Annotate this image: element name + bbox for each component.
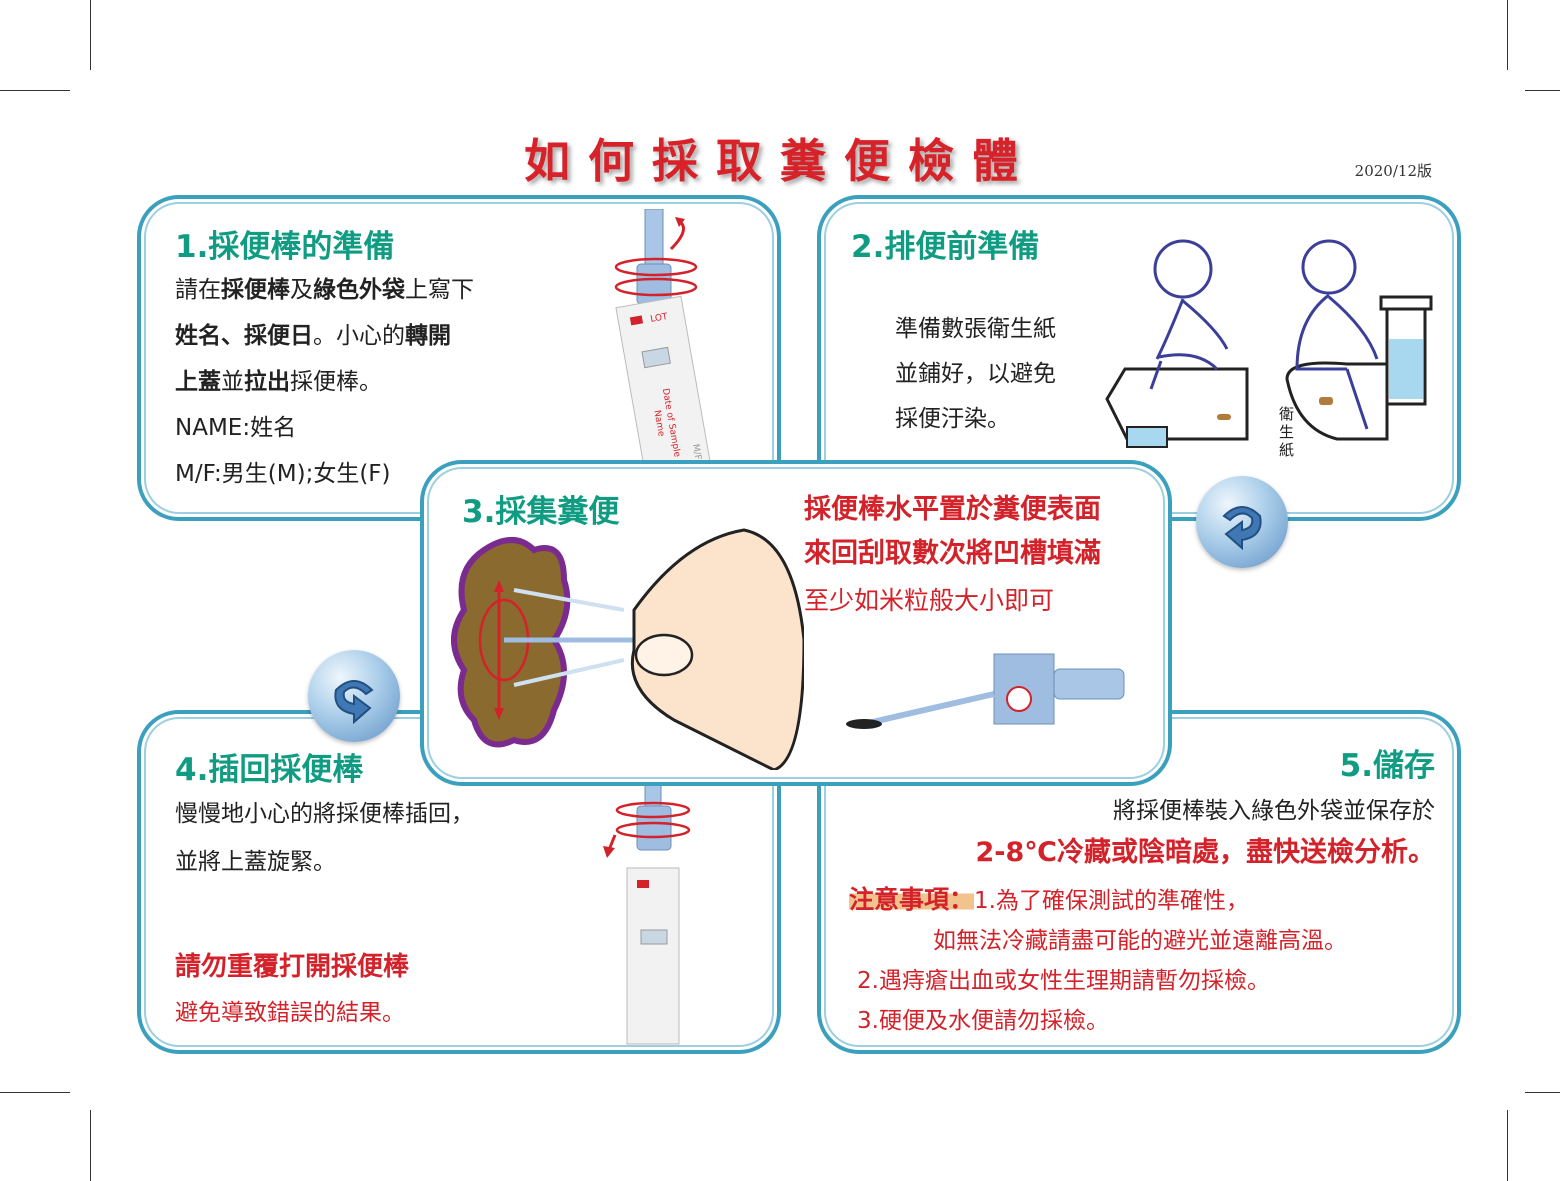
toilet-paper-label-2: 生 [1279,423,1294,441]
step3-note: 至少如米粒般大小即可 [804,586,1055,615]
step3-panel: 3.採集糞便 採便棒水平置於糞便表面 來回刮取數次將凹槽填滿 至少如米粒般大小即… [420,460,1172,786]
step3-instruction-line: 來回刮取數次將凹槽填滿 [804,538,1101,569]
sampling-stick-scoop-illustration [846,653,1125,729]
next-step-arrow-icon [1196,476,1288,568]
crop-mark [1507,1110,1508,1181]
crop-mark [1507,0,1508,70]
step1-text: 請在採便棒及綠色外袋上寫下 姓名、採便日。小心的轉開 上蓋並拉出採便棒。 NAM… [175,267,595,497]
toilet-paper-label-1: 衛 [1279,405,1294,423]
step1-text-part: 拉出 [244,369,290,395]
stool-sampling-illustration [451,528,804,770]
toilet-paper-label-3: 紙 [1279,441,1294,459]
sampling-tube-closed-illustration [603,780,691,1045]
step1-text-part: 綠色外袋 [313,277,405,303]
step1-text-part: 姓名、採便日 [175,323,313,349]
step3-instruction-line: 採便棒水平置於糞便表面 [804,494,1101,525]
step1-text-part: 。小心的 [313,323,405,349]
mf-legend: M/F:男生(M);女生(F) [175,461,391,487]
crop-mark [0,1092,70,1093]
step4-text: 慢慢地小心的將採便棒插回， 並將上蓋旋緊。 [175,790,474,886]
step3-instructions: 採便棒水平置於糞便表面 來回刮取數次將凹槽填滿 [804,488,1101,576]
back-step-arrow-icon [308,650,400,742]
step1-text-part: 請在 [175,277,221,303]
step1-text-part: 採便棒 [221,277,290,303]
notice-item: 1.為了確保測試的準確性， [974,888,1249,914]
notice-label: 注意事項： [849,885,975,914]
step1-text-part: 上蓋 [175,369,221,395]
notice-item: 3.硬便及水便請勿採檢。 [857,1008,1109,1034]
crop-mark [1525,1092,1560,1093]
step1-text-part: 上寫下 [405,277,474,303]
step1-heading: 1.採便棒的準備 [175,229,395,265]
step4-heading: 4.插回採便棒 [175,752,364,788]
tube-mf-text: M/F [690,443,703,460]
step2-line: 準備數張衛生紙 [895,316,1056,342]
step4-warning-title: 請勿重覆打開採便棒 [175,952,410,982]
step5-storage-condition: 2-8℃冷藏或陰暗處，盡快送檢分析。 [975,837,1435,868]
step1-text-part: 採便棒。 [290,369,382,395]
step2-line: 採便汙染。 [895,406,1010,432]
crop-mark [90,1110,91,1181]
page-title: 如何採取糞便檢體 [524,134,1036,188]
version-label: 2020/12版 [1354,162,1432,180]
sampling-tube-open-illustration: LOT Name Date of Sample M/F [614,209,712,469]
crop-mark [90,0,91,70]
crop-mark [1525,90,1560,91]
step5-notes: 注意事項：1.為了確保測試的準確性， 如無法冷藏請盡可能的避光並遠離高溫。 2.… [849,880,1449,1041]
tube-lot-text: LOT [650,312,669,325]
notice-item: 如無法冷藏請盡可能的避光並遠離高溫。 [933,928,1347,954]
step2-heading: 2.排便前準備 [851,229,1040,265]
step1-text-part: 並 [221,369,244,395]
step5-line1: 將採便棒裝入綠色外袋並保存於 [1113,798,1435,824]
step2-text: 準備數張衛生紙 並鋪好，以避免 採便汙染。 [895,307,1056,442]
crop-mark [0,90,70,91]
step2-line: 並鋪好，以避免 [895,361,1056,387]
step1-text-part: 轉開 [405,323,451,349]
step3-heading: 3.採集糞便 [462,494,620,530]
step5-heading: 5.儲存 [1339,748,1435,784]
step4-warning-text: 避免導致錯誤的結果。 [175,1000,405,1026]
toilet-preparation-illustration: 衛 生 紙 [1105,239,1433,459]
tube-name-text: Name [651,409,666,437]
step4-line: 慢慢地小心的將採便棒插回， [175,801,474,827]
notice-item: 2.遇痔瘡出血或女性生理期請暫勿採檢。 [857,968,1270,994]
name-legend: NAME:姓名 [175,415,297,441]
step1-text-part: 及 [290,277,313,303]
step4-line: 並將上蓋旋緊。 [175,849,336,875]
